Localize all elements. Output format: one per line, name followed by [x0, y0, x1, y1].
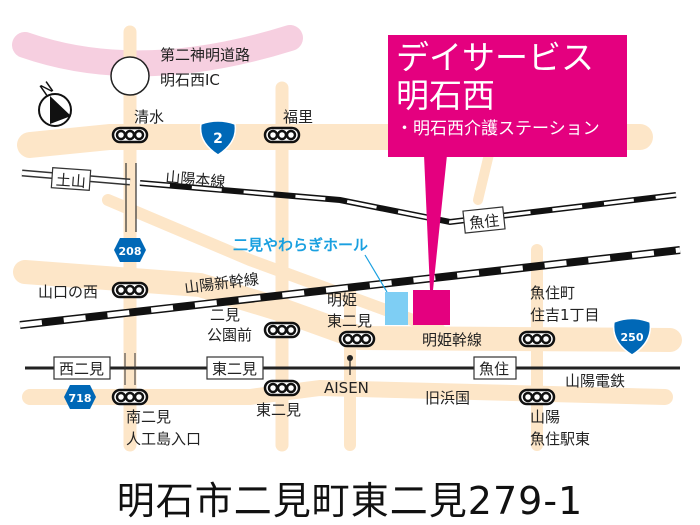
traffic-signals	[111, 126, 556, 406]
expressway-band	[12, 25, 303, 77]
svg-text:山口の西: 山口の西	[38, 283, 98, 301]
svg-text:2: 2	[213, 131, 223, 147]
sanyo-main-line-label: 山陽本線	[165, 168, 226, 191]
svg-text:住吉1丁目: 住吉1丁目	[530, 306, 600, 324]
svg-text:東二見: 東二見	[327, 312, 372, 330]
svg-text:東二見: 東二見	[256, 401, 301, 419]
route-2-shield-icon: 2	[199, 120, 237, 156]
svg-text:二見: 二見	[210, 306, 240, 324]
facility-name-line1: デイサービス	[396, 38, 594, 77]
svg-text:清水: 清水	[134, 108, 164, 126]
svg-text:AISEN: AISEN	[324, 379, 369, 397]
roads	[13, 25, 682, 452]
svg-text:山陽: 山陽	[530, 408, 560, 426]
expressway-label: 第二神明道路	[160, 46, 250, 64]
station-uozumi-jr: 魚住	[462, 206, 506, 234]
svg-text:魚住町: 魚住町	[530, 284, 575, 302]
facility-callout: デイサービス 明石西 ・明石西介護ステーション	[388, 35, 627, 157]
station-tsuchiyama: 土山	[50, 167, 92, 191]
svg-text:土山: 土山	[55, 171, 86, 191]
sanyo-electric-label: 山陽電鉄	[565, 372, 625, 390]
interchange-icon	[110, 56, 150, 96]
svg-text:南二見: 南二見	[126, 408, 171, 426]
route-718-shield-icon: 718	[64, 385, 96, 409]
svg-text:西二見: 西二見	[59, 360, 104, 378]
svg-text:魚住: 魚住	[479, 360, 509, 378]
svg-text:公園前: 公園前	[207, 326, 252, 344]
facility-marker	[413, 290, 450, 325]
svg-text:福里: 福里	[283, 108, 313, 126]
facility-name-line2: 明石西	[396, 76, 495, 115]
station-higashifutami: 東二見	[206, 356, 264, 380]
route-208-shield-icon: 208	[114, 238, 146, 262]
nearby-hall-marker	[385, 292, 408, 325]
svg-text:718: 718	[69, 392, 92, 405]
intersection-labels: 清水 福里 山口の西 二見 公園前 明姫 東二見 魚住町 住吉1丁目 南二見 人…	[38, 108, 600, 448]
sanyo-main-line	[21, 163, 677, 232]
aisen-landmark: AISEN	[324, 355, 369, 397]
address: 明石市二見町東二見279-1	[116, 479, 584, 523]
nearby-hall-label: 二見やわらぎホール	[233, 236, 368, 254]
meiki-road-label: 明姫幹線	[422, 331, 482, 349]
svg-text:明姫: 明姫	[327, 291, 357, 309]
svg-text:人工島入口: 人工島入口	[126, 430, 201, 448]
north-compass-icon: N	[36, 77, 72, 127]
svg-text:250: 250	[621, 331, 644, 344]
facility-subtitle: ・明石西介護ステーション	[396, 119, 600, 139]
svg-text:魚住: 魚住	[468, 211, 500, 232]
svg-text:魚住駅東: 魚住駅東	[530, 430, 590, 448]
shinkansen-line	[19, 246, 681, 329]
svg-text:208: 208	[119, 245, 142, 258]
ic-label: 明石西IC	[160, 71, 220, 89]
svg-text:東二見: 東二見	[212, 360, 257, 378]
kyuhama-road-label: 旧浜国	[425, 389, 470, 407]
station-uozumi: 魚住	[473, 356, 517, 380]
route-250-shield-icon: 250	[612, 317, 652, 356]
station-nishifutami: 西二見	[53, 356, 111, 380]
